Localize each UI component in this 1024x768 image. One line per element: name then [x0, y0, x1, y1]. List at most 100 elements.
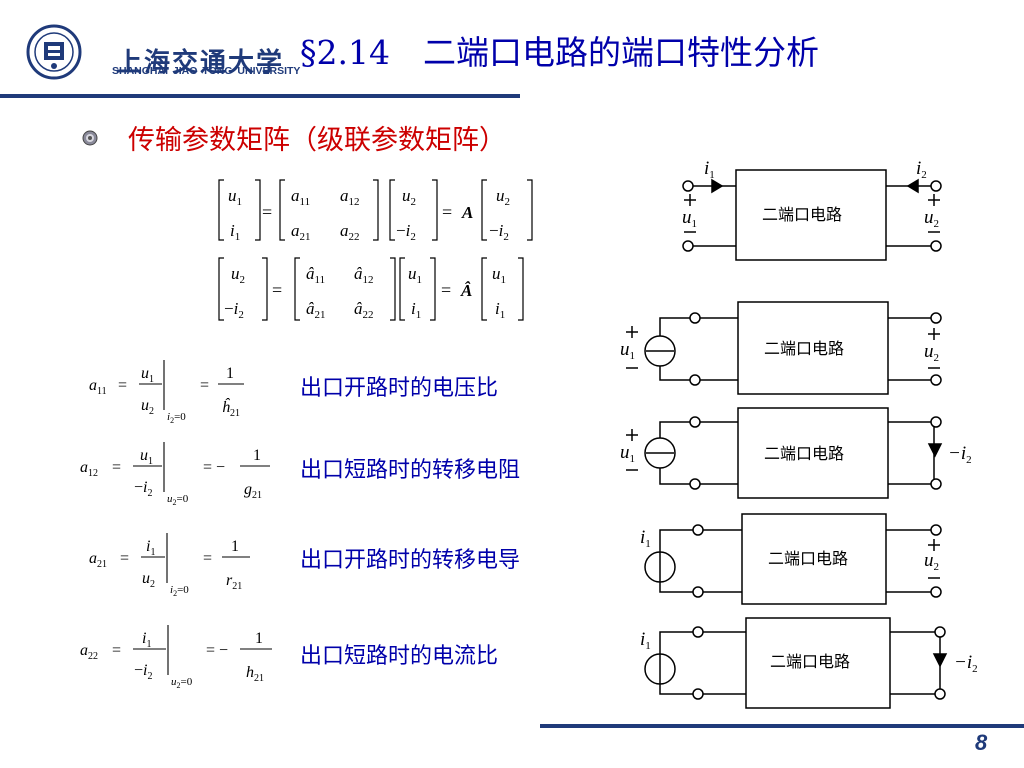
svg-text:a11: a11	[89, 377, 107, 397]
svg-text:i1: i1	[411, 299, 421, 321]
svg-text:i1: i1	[146, 538, 155, 558]
bullet-icon	[82, 130, 98, 146]
svg-text:=: =	[203, 550, 212, 567]
svg-text:i2: i2	[916, 158, 927, 181]
svg-text:i2=0: i2=0	[167, 411, 186, 425]
svg-text:i1: i1	[640, 527, 651, 550]
title-underline	[0, 94, 520, 98]
circuit-current-open	[644, 513, 942, 605]
svg-text:=: =	[112, 642, 121, 659]
svg-text:u2=0: u2=0	[167, 493, 189, 507]
circuit-voltage-open	[626, 301, 942, 395]
svg-text:u1: u1	[408, 264, 422, 286]
logo-chinese-text: 上海交通大学	[116, 48, 285, 78]
svg-text:r21: r21	[226, 572, 242, 592]
svg-text:u2: u2	[231, 264, 245, 286]
box-label-4: 二端口电路	[768, 550, 848, 568]
svg-text:u2=0: u2=0	[171, 676, 193, 690]
svg-text:= −: = −	[206, 642, 228, 659]
svg-text:u2: u2	[924, 341, 939, 364]
svg-text:i1: i1	[640, 629, 651, 652]
label-minus-i2: −i	[948, 443, 966, 464]
svg-text:u1: u1	[620, 442, 635, 465]
svg-text:i2=0: i2=0	[170, 584, 189, 598]
svg-text:a12: a12	[80, 459, 98, 479]
box-label-2: 二端口电路	[764, 340, 844, 358]
svg-text:−i2: −i2	[134, 479, 152, 499]
svg-text:â22: â22	[354, 299, 374, 321]
svg-text:u2: u2	[496, 186, 510, 208]
circuit-voltage-short	[626, 407, 943, 499]
svg-text:−i2: −i2	[948, 443, 972, 466]
matrix-equation-transmission: u1 i1 = a11 a12 a21 a22 u2 −i2 = A u2 −i…	[218, 179, 533, 243]
svg-text:=: =	[112, 459, 121, 476]
svg-text:−i2: −i2	[489, 221, 509, 243]
desc-a22: 出口短路时的电流比	[300, 644, 499, 669]
label-i2: i	[916, 158, 921, 179]
box-label-5: 二端口电路	[770, 653, 850, 671]
svg-text:=: =	[200, 377, 209, 394]
university-seal-icon	[26, 24, 82, 80]
footer-line	[540, 724, 1024, 728]
svg-text:1: 1	[231, 538, 239, 555]
svg-text:u1: u1	[140, 447, 153, 467]
svg-text:u2: u2	[924, 550, 939, 573]
svg-text:a21: a21	[89, 550, 107, 570]
university-logo: 上海交通大学 SHANGHAI JIAO TONG UNIVERSITY	[20, 20, 300, 82]
slide-title: §2.14 二端口电路的端口特性分析	[300, 33, 819, 72]
svg-text:u1: u1	[141, 365, 154, 385]
param-a11: a11 = u1 u2 i2=0 = 1 ĥ21	[89, 360, 244, 425]
matrix-equation-inverse: u2 −i2 = â11 â12 â21 â22 u1 i1 = Â u1 i1	[218, 257, 524, 321]
svg-text:i1: i1	[495, 299, 505, 321]
svg-text:a21: a21	[291, 221, 311, 243]
param-a22: a22 = i1 −i2 u2=0 = − 1 h21	[80, 625, 272, 690]
svg-text:u2: u2	[402, 186, 416, 208]
label-u2: u	[924, 207, 934, 228]
svg-text:A: A	[461, 203, 473, 222]
page-number: 8	[975, 730, 988, 755]
svg-text:=: =	[120, 550, 129, 567]
svg-text:ĥ21: ĥ21	[222, 397, 240, 419]
svg-text:â21: â21	[306, 299, 326, 321]
svg-text:1: 1	[255, 630, 263, 647]
svg-text:â11: â11	[306, 264, 325, 286]
logo-english-text: SHANGHAI JIAO TONG UNIVERSITY	[112, 65, 301, 77]
svg-text:=: =	[118, 377, 127, 394]
svg-text:=: =	[442, 202, 452, 222]
svg-text:u1: u1	[228, 186, 242, 208]
desc-a12: 出口短路时的转移电阻	[300, 458, 521, 483]
svg-text:=: =	[262, 202, 272, 222]
box-label-1: 二端口电路	[762, 206, 842, 224]
box-label-3: 二端口电路	[764, 445, 844, 463]
label-i1: i	[704, 158, 709, 179]
svg-text:=: =	[441, 280, 451, 300]
svg-text:−i2: −i2	[954, 652, 978, 675]
svg-text:u1: u1	[682, 207, 697, 230]
svg-text:−i2: −i2	[134, 662, 152, 682]
desc-a21: 出口开路时的转移电导	[300, 548, 521, 573]
svg-text:a22: a22	[340, 221, 360, 243]
svg-text:â12: â12	[354, 264, 374, 286]
label-u1: u	[682, 207, 692, 228]
svg-text:h21: h21	[246, 664, 264, 684]
svg-text:g21: g21	[244, 481, 262, 501]
desc-a11: 出口开路时的电压比	[300, 376, 499, 401]
svg-text:a22: a22	[80, 642, 98, 662]
svg-text:i1: i1	[230, 221, 240, 243]
svg-text:−i2: −i2	[396, 221, 416, 243]
param-a12: a12 = u1 −i2 u2=0 = − 1 g21	[80, 442, 270, 507]
svg-text:u2: u2	[924, 207, 939, 230]
svg-text:u1: u1	[620, 339, 635, 362]
svg-text:u2: u2	[141, 397, 154, 417]
svg-text:a11: a11	[291, 186, 310, 208]
svg-text:i1: i1	[142, 630, 151, 650]
svg-text:i1: i1	[704, 158, 715, 181]
bullet-heading: 传输参数矩阵（级联参数矩阵）	[128, 125, 506, 156]
svg-text:−i2: −i2	[224, 299, 244, 321]
circuit-general	[682, 169, 942, 261]
svg-text:1: 1	[226, 365, 234, 382]
circuit-current-short	[644, 617, 948, 709]
svg-text:u2: u2	[142, 570, 155, 590]
svg-text:a12: a12	[340, 186, 360, 208]
